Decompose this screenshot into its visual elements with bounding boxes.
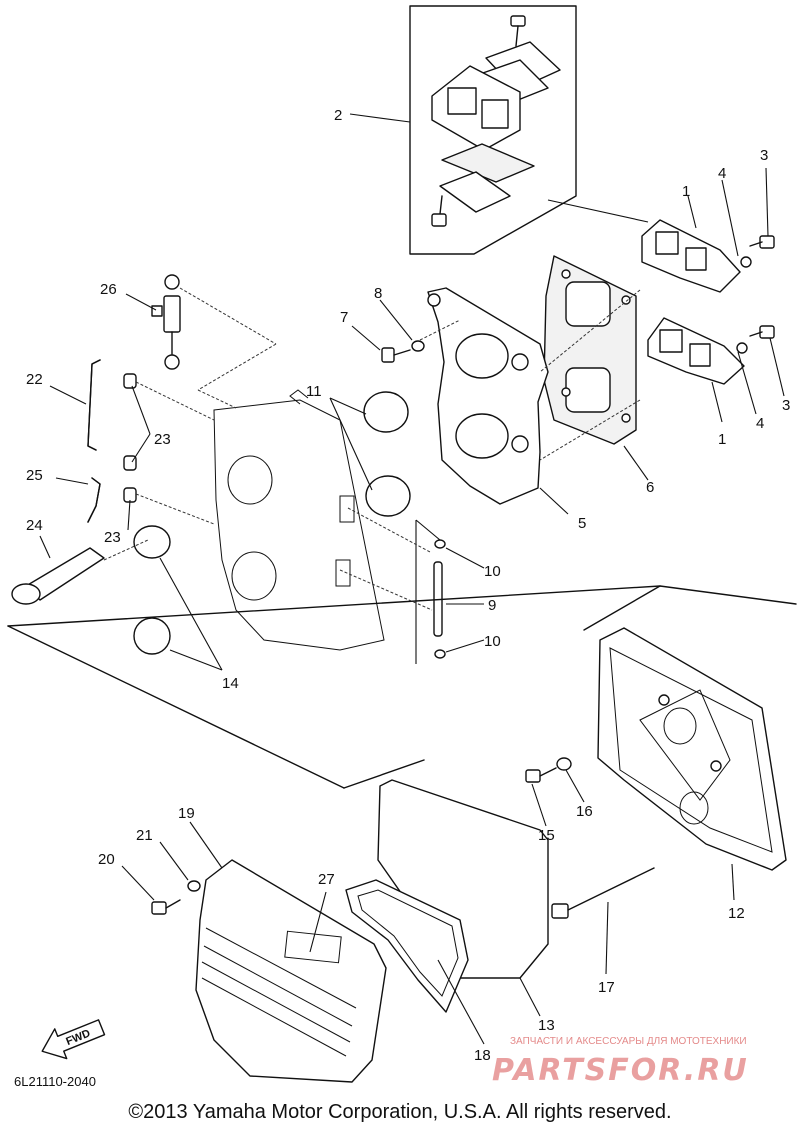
copyright-text: ©2013 Yamaha Motor Corporation, U.S.A. A… — [128, 1101, 671, 1123]
assembly-plane — [7, 585, 797, 627]
callout-11: 11 — [306, 383, 322, 400]
callout-1-upper: 1 — [682, 183, 690, 200]
gasket-18 — [345, 879, 469, 1013]
callout-13: 13 — [538, 1017, 555, 1034]
watermark-logo-text: PARTSFOR.RU — [492, 1053, 749, 1088]
callout-4-lower: 4 — [756, 415, 764, 432]
callout-18: 18 — [474, 1047, 491, 1064]
clip-10-upper — [434, 539, 446, 549]
bolt-15 — [525, 767, 557, 783]
reed-gasket — [441, 143, 535, 183]
watermark-logo: ЗАПЧАСТИ И АКСЕССУАРЫ ДЛЯ МОТОТЕХНИКИ PA… — [492, 1036, 749, 1088]
reed-valve-lower — [647, 317, 745, 385]
callout-24: 24 — [26, 517, 43, 534]
callout-3-upper: 3 — [760, 147, 768, 164]
cover-base-12 — [597, 627, 787, 871]
o-ring-14-lower — [133, 617, 171, 655]
callout-19: 19 — [178, 805, 195, 822]
plug-24 — [11, 547, 105, 605]
o-ring-11-upper — [363, 391, 409, 433]
bolt-20 — [151, 899, 181, 915]
watermark-small-text: ЗАПЧАСТИ И АКСЕССУАРЫ ДЛЯ МОТОТЕХНИКИ — [510, 1036, 747, 1047]
washer-4-lower — [736, 342, 748, 354]
clip-10-lower — [434, 649, 446, 659]
intake-gasket-6 — [543, 255, 637, 445]
reed-valve-assembly-box — [409, 5, 577, 255]
callout-23-lower: 23 — [104, 529, 121, 546]
callout-6: 6 — [646, 479, 654, 496]
callout-27: 27 — [318, 871, 335, 888]
callout-12: 12 — [728, 905, 745, 922]
callout-26: 26 — [100, 281, 117, 298]
callout-9: 9 — [488, 597, 496, 614]
callout-labels: 1 1 2 3 3 4 4 5 6 7 8 9 10 10 11 12 13 1… — [26, 107, 790, 1064]
carburetor-body — [213, 389, 385, 651]
link-26 — [151, 274, 181, 370]
clip-23-a — [123, 373, 137, 389]
diagram-code: 6L21110-2040 — [14, 1074, 96, 1089]
hose-25 — [87, 477, 101, 523]
callout-2: 2 — [334, 107, 342, 124]
callout-25: 25 — [26, 467, 43, 484]
callout-10-upper: 10 — [484, 563, 501, 580]
intake-manifold-5 — [427, 287, 549, 505]
callout-3-lower: 3 — [782, 397, 790, 414]
callout-4-upper: 4 — [718, 165, 726, 182]
callout-15: 15 — [538, 827, 555, 844]
callout-16: 16 — [576, 803, 593, 820]
washer-16 — [556, 757, 572, 771]
reed-screw-top — [510, 15, 526, 47]
o-ring-11-lower — [365, 475, 411, 517]
callout-23-upper: 23 — [154, 431, 171, 448]
reed-valve-upper — [641, 219, 741, 293]
callout-7: 7 — [340, 309, 348, 326]
callout-8: 8 — [374, 285, 382, 302]
bolt-7 — [381, 347, 411, 363]
callout-1-lower: 1 — [718, 431, 726, 448]
washer-8 — [411, 340, 425, 352]
o-ring-14-upper — [133, 525, 171, 559]
fwd-arrow-icon: FWD — [41, 1019, 106, 1060]
callout-10-lower: 10 — [484, 633, 501, 650]
cover-19 — [195, 859, 387, 1083]
callout-17: 17 — [598, 979, 615, 996]
callout-21: 21 — [136, 827, 153, 844]
leader-lines — [39, 113, 785, 1045]
callout-20: 20 — [98, 851, 115, 868]
callout-22: 22 — [26, 371, 43, 388]
bolt-17 — [551, 867, 655, 919]
clip-23-c — [123, 487, 137, 503]
bolt-3-upper — [749, 235, 775, 249]
washer-4-upper — [740, 256, 752, 268]
reed-screw-bottom — [431, 195, 447, 227]
bolt-3-lower — [749, 325, 775, 339]
reed-plate — [439, 171, 511, 213]
reed-valve-body — [431, 65, 521, 151]
callout-5: 5 — [578, 515, 586, 532]
callout-14: 14 — [222, 675, 239, 692]
gasket-13 — [377, 779, 549, 979]
washer-21 — [187, 880, 201, 892]
